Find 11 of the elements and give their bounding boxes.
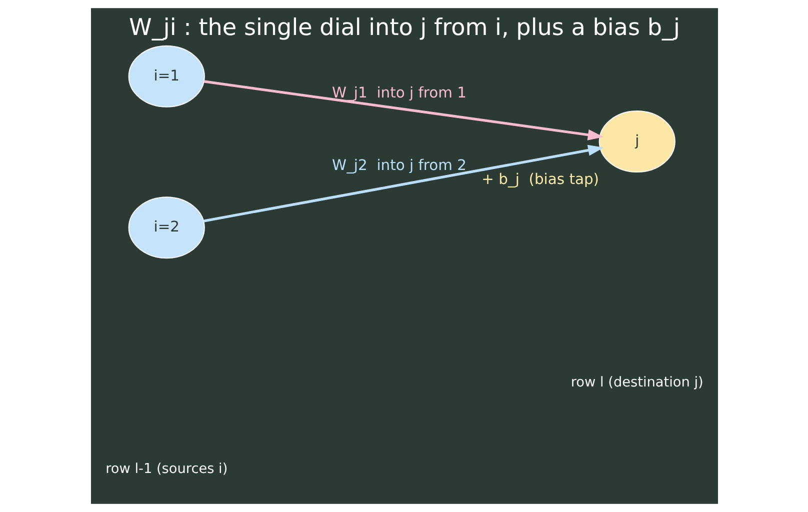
label: row l (destination j) — [570, 374, 703, 391]
arrow — [203, 80, 604, 140]
node-ellipse: i=2 — [128, 196, 204, 259]
edge-label: W_j1 into j from 1 — [332, 84, 466, 102]
diagram-title: W_ji : the single dial into j from i, plus a bias b_j — [128, 15, 680, 42]
label: row l-1 (sources i) — [105, 460, 228, 477]
edge-label: W_j2 into j from 2 — [332, 157, 466, 174]
node-ellipse: i=1 — [128, 45, 204, 108]
arrow — [202, 144, 604, 222]
node-ellipse: j — [598, 110, 675, 172]
node-label: + b_j (bias tap) — [481, 170, 599, 188]
